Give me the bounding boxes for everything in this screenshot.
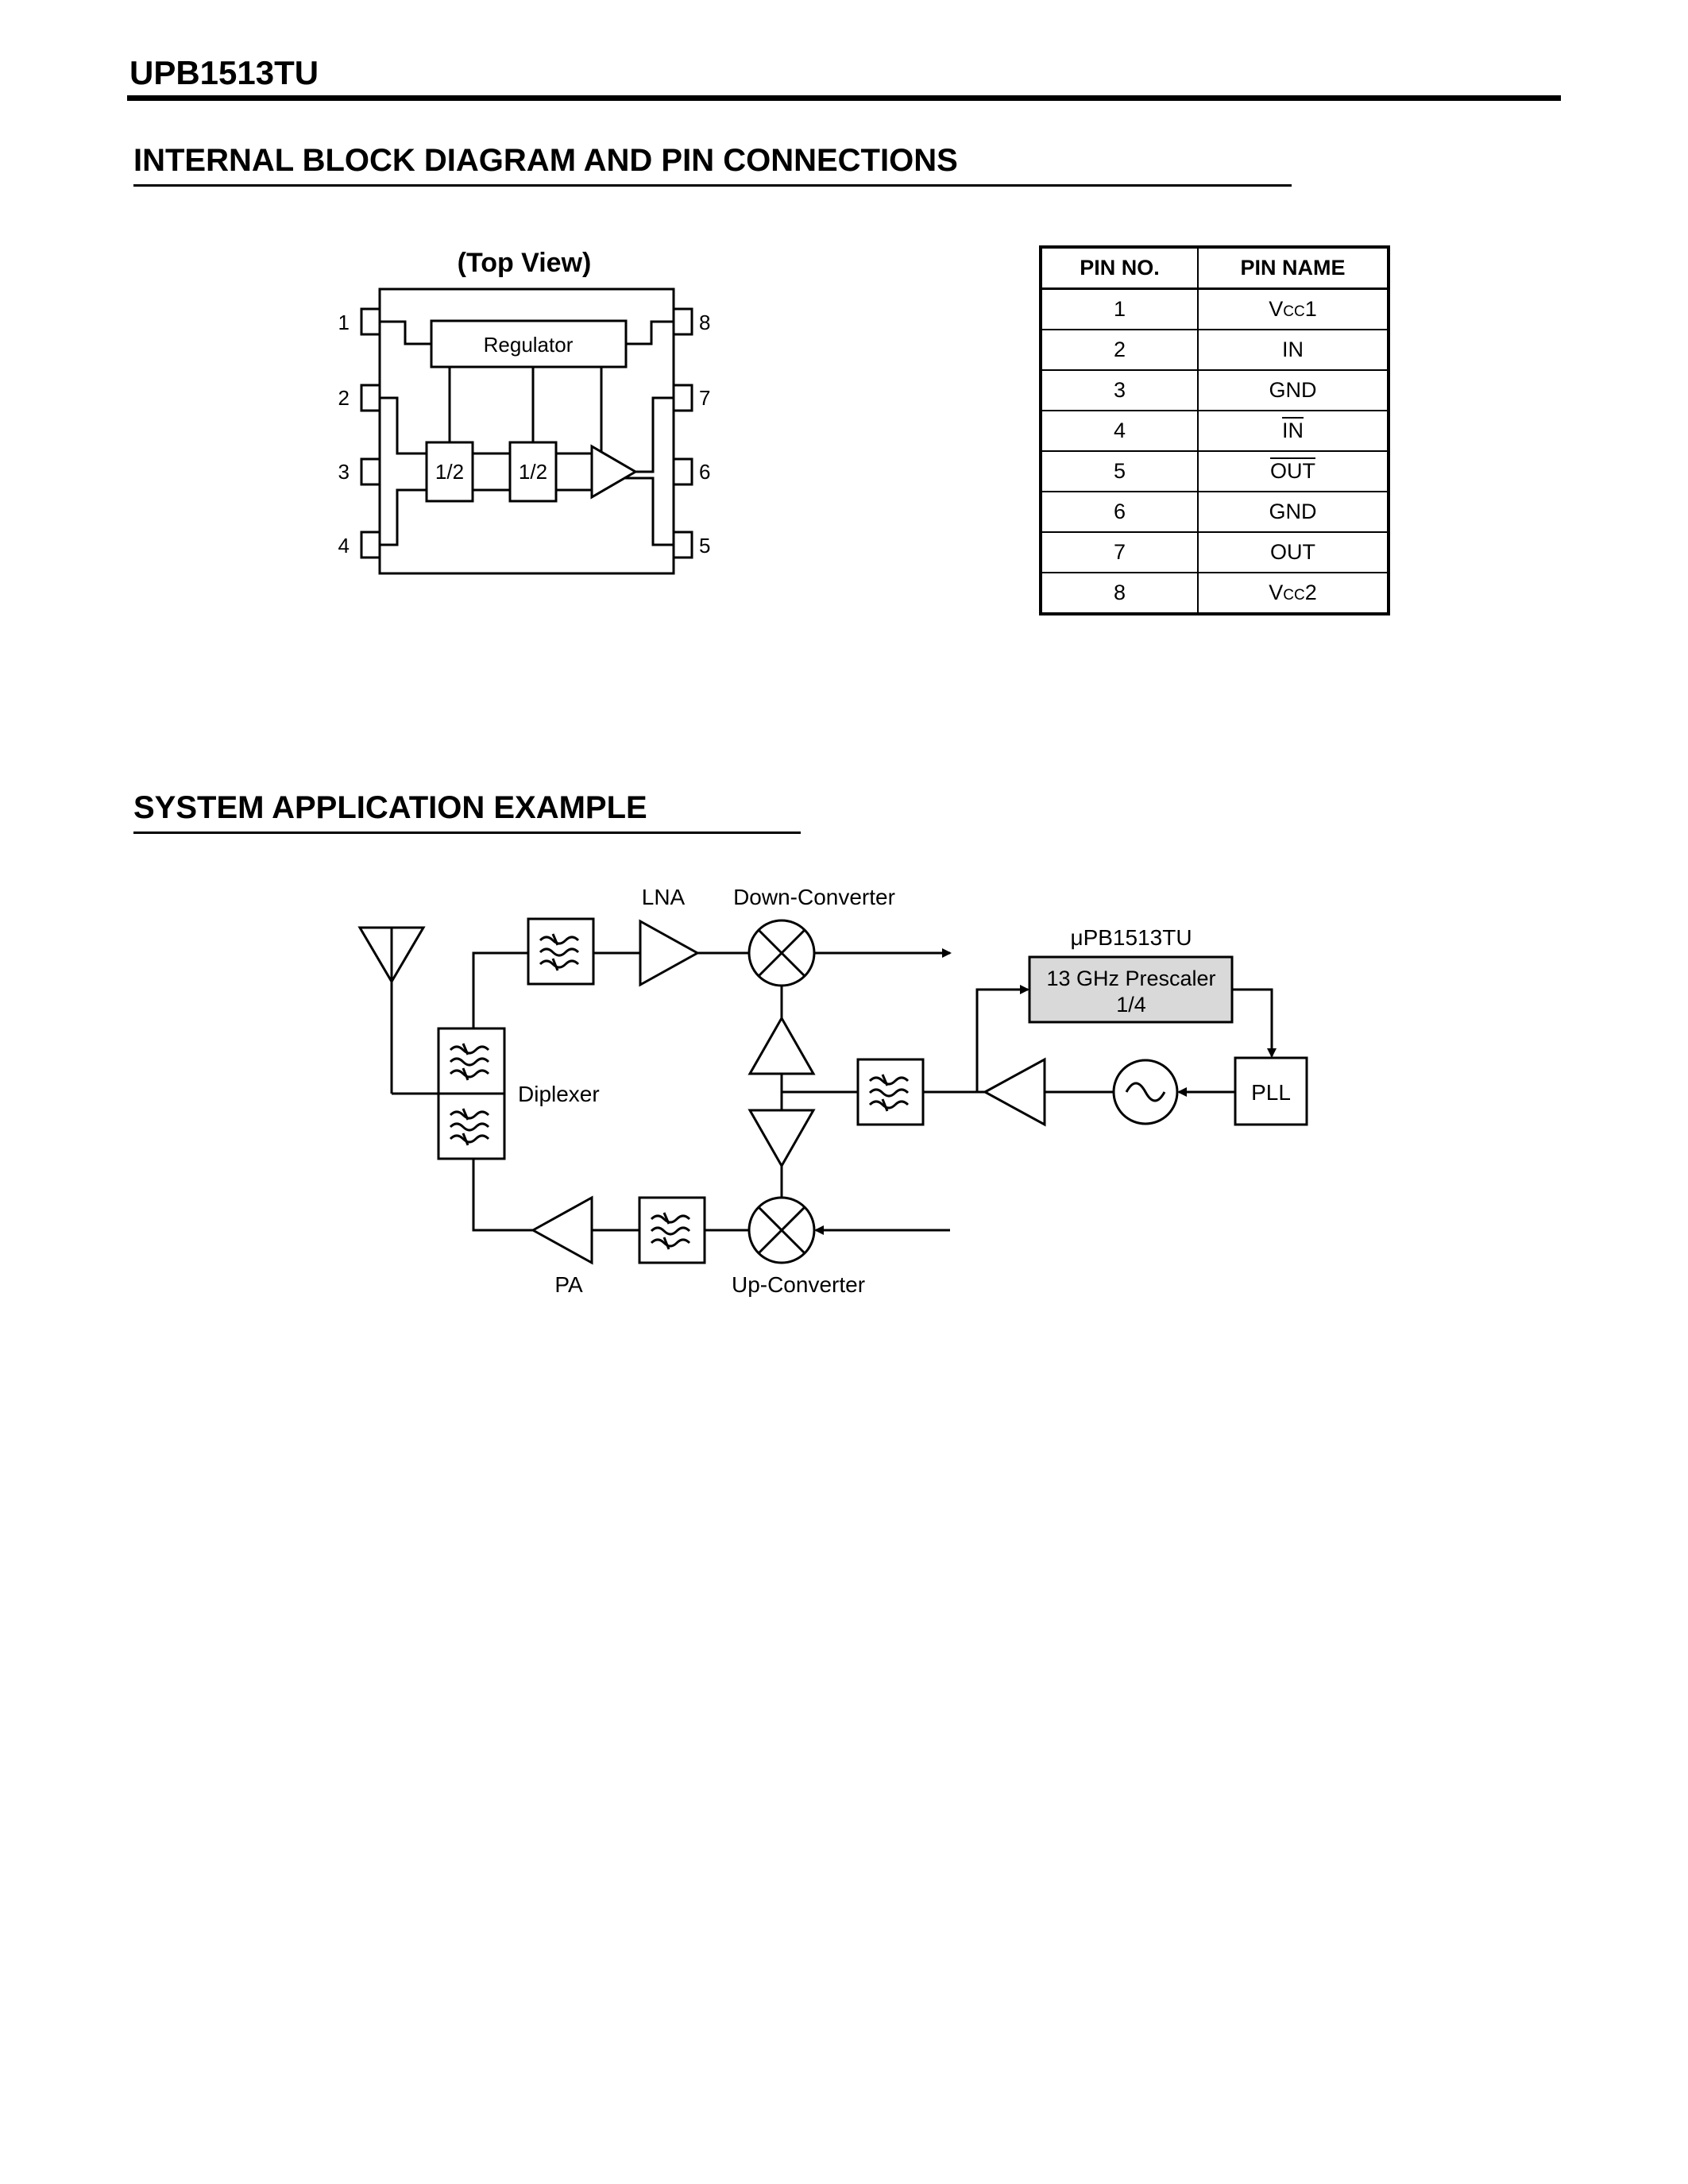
pin-number-5: 5 xyxy=(699,534,710,558)
lo-amplifier-down-icon xyxy=(747,1109,816,1169)
pin-no-header: PIN NO. xyxy=(1040,246,1199,290)
pin-no-cell: 3 xyxy=(1040,369,1199,411)
pa-amplifier-icon xyxy=(530,1195,593,1265)
up-converter-label: Up-Converter xyxy=(732,1272,865,1297)
pin-6-pad xyxy=(672,457,693,486)
prescaler-block xyxy=(1028,955,1234,1024)
pin-number-6: 6 xyxy=(699,460,710,484)
pin-table: PIN NO. PIN NAME 1 VCC1 2 IN 3 GND 4 IN … xyxy=(1039,245,1390,615)
pin-number-7: 7 xyxy=(699,386,710,410)
rx-filter-icon xyxy=(539,932,580,972)
section-rule-block-diagram xyxy=(133,184,1292,187)
down-converter-label: Down-Converter xyxy=(733,885,895,909)
table-row: 2 IN xyxy=(1040,329,1389,371)
pin-name-cell: GND xyxy=(1197,369,1389,411)
section-title-application: SYSTEM APPLICATION EXAMPLE xyxy=(133,790,647,825)
pll-block xyxy=(1234,1056,1308,1126)
table-row: 7 OUT xyxy=(1040,531,1389,573)
pin-name-main: V xyxy=(1269,581,1284,604)
pin-number-1: 1 xyxy=(338,311,350,334)
pin-number-2: 2 xyxy=(338,386,350,410)
tx-filter-icon xyxy=(650,1211,691,1251)
top-view-label: (Top View) xyxy=(458,248,592,278)
lo-amplifier-up-icon xyxy=(747,1015,816,1075)
pin-name-cell: GND xyxy=(1197,491,1389,533)
pin-name-main: V xyxy=(1269,297,1284,321)
lo-filter-icon xyxy=(868,1073,910,1113)
pin-no-cell: 6 xyxy=(1040,491,1199,533)
prescaler-label-line1: 13 GHz Prescaler xyxy=(1046,967,1215,990)
divider-label-1: 1/2 xyxy=(435,460,464,484)
lna-amplifier-icon xyxy=(639,919,701,987)
pin-no-cell: 5 xyxy=(1040,450,1199,492)
pll-label: PLL xyxy=(1251,1080,1291,1105)
pa-label: PA xyxy=(554,1272,583,1297)
pin-5-pad xyxy=(672,531,693,559)
pin-name-suffix: 2 xyxy=(1304,581,1317,604)
pin-name-cell: VCC2 xyxy=(1197,572,1389,615)
pin-no-cell: 8 xyxy=(1040,572,1199,615)
pin-1-pad xyxy=(360,307,381,336)
pin-number-3: 3 xyxy=(338,460,350,484)
section-title-block-diagram: INTERNAL BLOCK DIAGRAM AND PIN CONNECTIO… xyxy=(133,143,958,178)
pin-2-pad xyxy=(360,384,381,412)
lo-buffer-amplifier-icon xyxy=(982,1057,1046,1127)
lo-filter-block xyxy=(856,1058,925,1126)
pin-4-pad xyxy=(360,531,381,559)
output-amplifier xyxy=(590,444,638,500)
divider-label-2: 1/2 xyxy=(519,460,547,484)
device-label: μPB1513TU xyxy=(1070,925,1192,950)
table-row: 1 VCC1 xyxy=(1040,287,1389,330)
rx-filter-block xyxy=(527,917,595,986)
pin-name-cell: IN xyxy=(1197,329,1389,371)
internal-block-diagram: (Top View) Regulator 1/2 1/2 1 2 3 4 8 7… xyxy=(338,248,710,575)
pin-name-header: PIN NAME xyxy=(1197,246,1389,290)
pin-table-header-row: PIN NO. PIN NAME xyxy=(1040,246,1389,290)
pin-8-pad xyxy=(672,307,693,336)
pin-number-8: 8 xyxy=(699,311,710,334)
tx-filter-block xyxy=(638,1196,706,1264)
diplexer-label: Diplexer xyxy=(518,1082,600,1106)
pin-name-cell: VCC1 xyxy=(1197,287,1389,330)
pin-3-pad xyxy=(360,457,381,486)
table-row: 8 VCC2 xyxy=(1040,572,1389,615)
section-rule-application xyxy=(133,832,801,834)
lna-label: LNA xyxy=(642,885,686,909)
table-row: 4 IN xyxy=(1040,410,1389,452)
regulator-label: Regulator xyxy=(484,333,574,357)
pin-no-cell: 1 xyxy=(1040,287,1199,330)
pin-no-cell: 4 xyxy=(1040,410,1199,452)
pin-name-cell: IN xyxy=(1197,410,1389,452)
diplexer-lower-filter-icon xyxy=(449,1107,490,1147)
system-application-diagram: LNA Down-Converter μPB1513TU 13 GHz Pres… xyxy=(357,885,1308,1297)
pin-name-cell: OUT xyxy=(1197,450,1389,492)
table-row: 6 GND xyxy=(1040,491,1389,533)
pin-number-4: 4 xyxy=(338,534,350,558)
prescaler-label-line2: 1/4 xyxy=(1116,993,1146,1017)
header-rule xyxy=(127,95,1561,101)
part-number: UPB1513TU xyxy=(129,54,319,91)
diplexer-upper-filter-icon xyxy=(449,1042,490,1082)
pin-no-cell: 2 xyxy=(1040,329,1199,371)
pin-name-subscript: CC xyxy=(1283,587,1305,604)
pin-name-overlined: OUT xyxy=(1270,459,1315,483)
pin-no-cell: 7 xyxy=(1040,531,1199,573)
table-row: 5 OUT xyxy=(1040,450,1389,492)
pin-name-subscript: CC xyxy=(1283,303,1305,320)
pin-7-pad xyxy=(672,384,693,412)
pin-name-suffix: 1 xyxy=(1304,297,1317,321)
pin-name-overlined: IN xyxy=(1282,419,1304,442)
ic-package-body xyxy=(378,287,675,575)
table-row: 3 GND xyxy=(1040,369,1389,411)
pin-name-cell: OUT xyxy=(1197,531,1389,573)
